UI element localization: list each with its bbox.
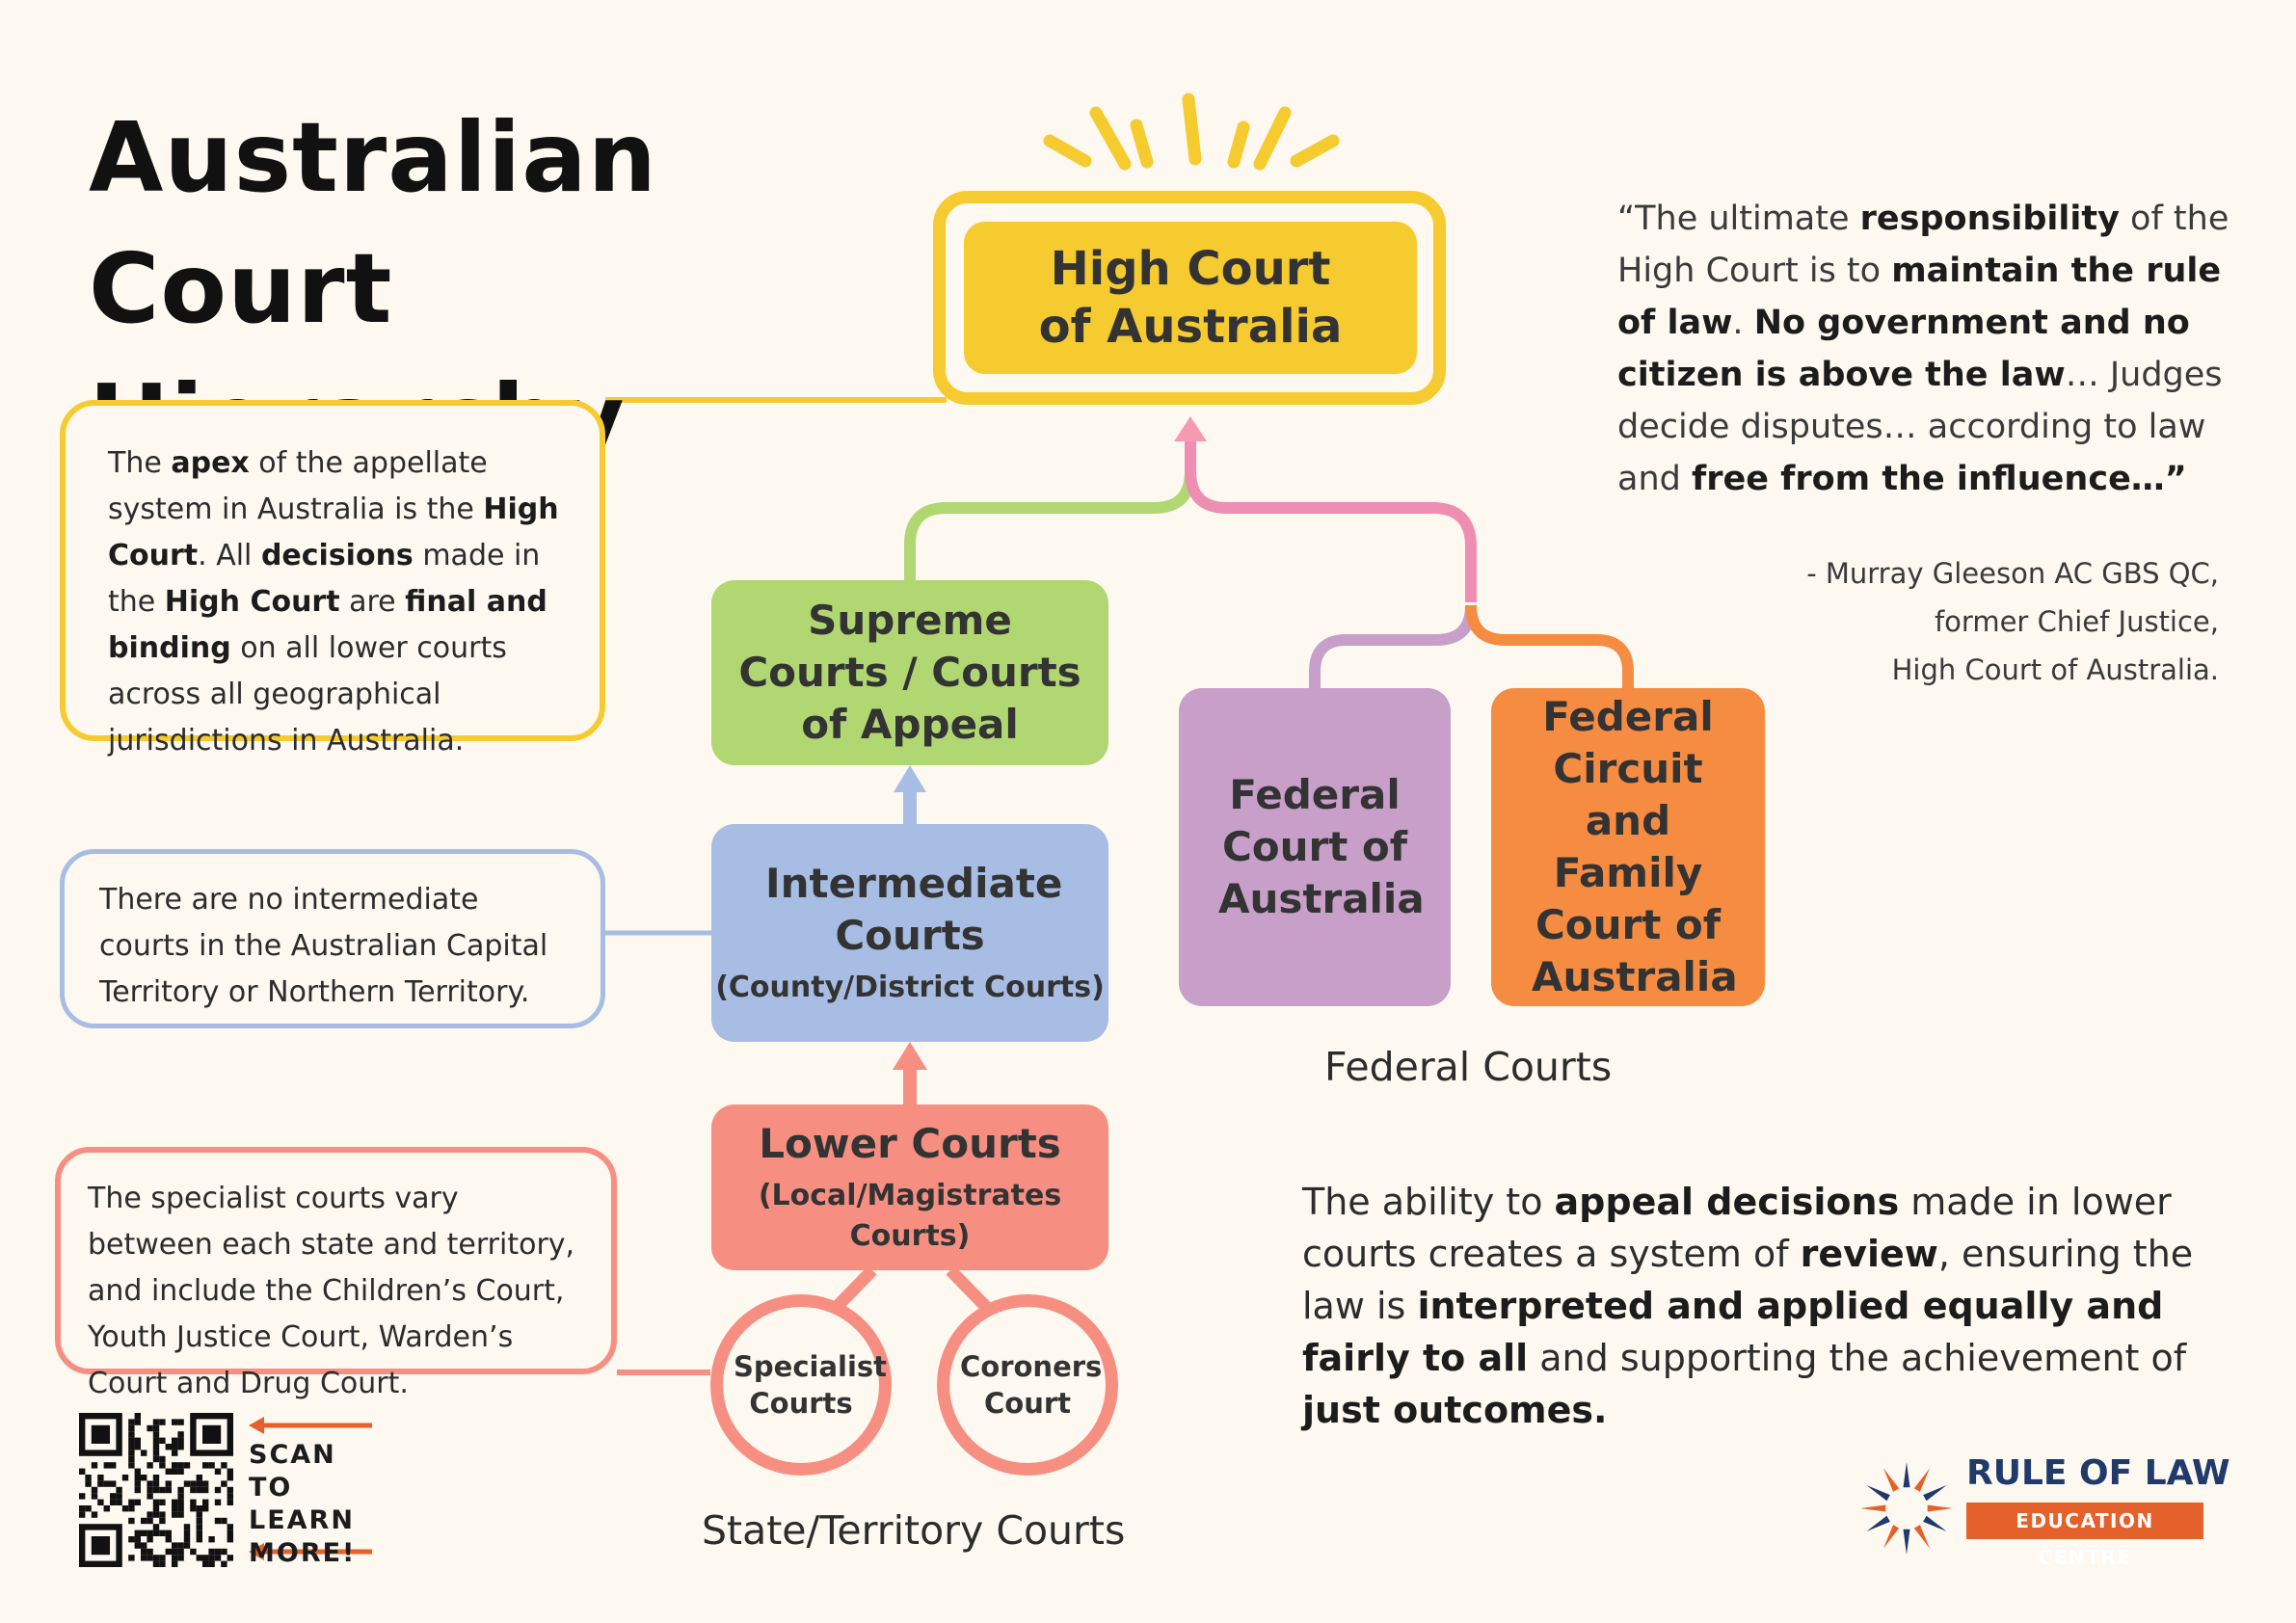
supreme-courts-label: Supreme Courts / Courts of Appeal <box>738 597 1081 748</box>
intermediate-courts-sublabel: (County/District Courts) <box>715 971 1105 1004</box>
high-court-arrowhead <box>1174 416 1207 441</box>
federal-court-box: Federal Court of Australia <box>1179 688 1451 1006</box>
rule-of-law-star-icon <box>1860 1462 1953 1555</box>
apex-note-text: The apex of the appellate system in Aust… <box>108 446 559 758</box>
specialist-courts-label: Specialist Courts <box>734 1350 888 1420</box>
qr-arrows <box>249 1417 372 1560</box>
gleeson-quote: “The ultimate responsibility of the High… <box>1617 200 2229 498</box>
supreme-courts-box: Supreme Courts / Courts of Appeal <box>711 580 1108 765</box>
quote-attribution: - Murray Gleeson AC GBS QC, former Chief… <box>1639 549 2219 694</box>
state-courts-group-label: State/Territory Courts <box>702 1507 1126 1554</box>
federal-circuit-connector <box>1465 604 1634 688</box>
specialist-note: The specialist courts vary between each … <box>55 1147 617 1400</box>
apex-note: The apex of the appellate system in Aust… <box>60 400 605 758</box>
scan-line2: LEARN <box>249 1505 355 1535</box>
federal-circuit-box: Federal Circuit and Family Court of Aust… <box>1491 688 1765 1006</box>
federal-courts-group-label: Federal Courts <box>1324 1044 1613 1090</box>
lower-courts-box: Lower Courts (Local/Magistrates Courts) <box>711 1104 1108 1270</box>
attribution-line2: former Chief Justice, <box>1934 605 2219 638</box>
intermediate-courts-box: Intermediate Courts (County/District Cou… <box>711 824 1108 1042</box>
high-court-label: High Court of Australia <box>1038 242 1343 354</box>
specialist-note-text: The specialist courts vary between each … <box>88 1182 575 1400</box>
lower-to-specialist-connector <box>832 1265 877 1312</box>
coroners-court-circle: Coroners Court <box>937 1294 1118 1476</box>
coroners-court-label: Coroners Court <box>960 1350 1103 1420</box>
federal-court-label: Federal Court of Australia <box>1218 771 1425 922</box>
lower-courts-label: Lower Courts <box>759 1120 1061 1167</box>
high-court-box: High Court of Australia <box>964 222 1417 374</box>
qr-code[interactable] <box>79 1413 233 1567</box>
federal-circuit-label: Federal Circuit and Family Court of Aust… <box>1532 693 1738 1000</box>
attribution-line1: - Murray Gleeson AC GBS QC, <box>1806 557 2219 590</box>
federal-to-high-connector <box>1185 429 1477 602</box>
intermediate-note: There are no intermediate courts in the … <box>60 849 605 1028</box>
sunburst-rays <box>1043 93 1340 171</box>
logo-title: RULE OF LAW <box>1966 1453 2230 1493</box>
scan-line1: SCAN TO <box>249 1440 336 1503</box>
intermediate-arrowhead <box>893 1042 927 1070</box>
intermediate-courts-label: Intermediate Courts <box>765 860 1063 959</box>
logo-subtitle: EDUCATION CENTRE <box>1966 1503 2203 1569</box>
federal-court-connector <box>1309 604 1477 688</box>
lower-to-coroners-connector <box>946 1265 991 1312</box>
supreme-arrowhead <box>894 765 926 792</box>
appeal-statement: The ability to appeal decisions made in … <box>1302 1181 2194 1431</box>
lower-courts-sublabel: (Local/Magistrates Courts) <box>758 1179 1062 1253</box>
specialist-courts-circle: Specialist Courts <box>710 1294 892 1476</box>
scan-line3: MORE! <box>249 1538 357 1568</box>
scan-prompt: SCAN TO LEARN MORE! <box>249 1439 384 1570</box>
attribution-line3: High Court of Australia. <box>1891 653 2219 686</box>
intermediate-note-text: There are no intermediate courts in the … <box>99 883 548 1009</box>
page-title-line1: Australian Court <box>89 101 657 345</box>
